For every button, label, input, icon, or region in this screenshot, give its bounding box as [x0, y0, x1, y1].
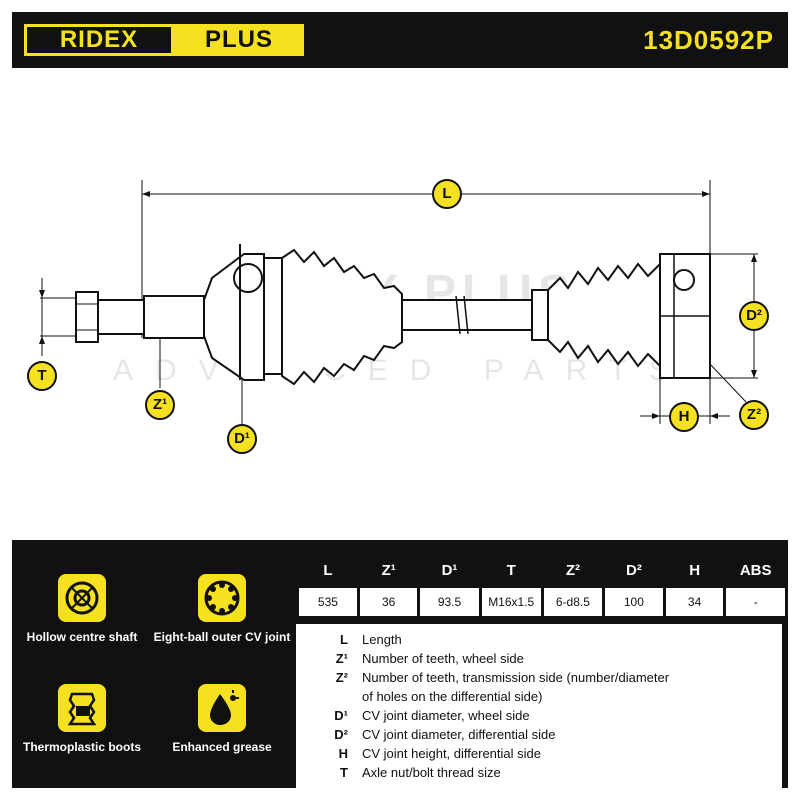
feature-enhanced-grease: Enhanced grease [152, 684, 292, 754]
spec-header: D² [604, 555, 663, 585]
part-number: 13D0592P [643, 25, 774, 55]
spec-header: Z¹ [359, 555, 418, 585]
legend-row: T Axle nut/bolt thread size [296, 765, 782, 785]
feature-label: Hollow centre shaft [26, 630, 138, 644]
spec-value: 535 [299, 588, 357, 616]
brand-logo-plus: PLUS [174, 24, 304, 56]
eight-ball-joint-icon [198, 574, 246, 622]
feature-label: Enhanced grease [172, 740, 272, 754]
legend-key: D¹ [334, 708, 348, 723]
legend-key: Z¹ [335, 651, 348, 666]
dimension-legend: L Length Z¹ Number of teeth, wheel side Z²… [296, 624, 782, 788]
legend-text: Length [362, 632, 402, 647]
feature-eight-ball-joint: Eight-ball outer CV joint [152, 574, 292, 644]
hollow-shaft-icon [58, 574, 106, 622]
legend-row: L Length [296, 632, 782, 652]
feature-panel: Hollow centre shaft Eight-ball outer CV … [12, 540, 292, 788]
legend-key: L [340, 632, 348, 647]
spec-header: D¹ [420, 555, 479, 585]
legend-key: D² [334, 727, 348, 742]
header-bar: RIDEX PLUS 13D0592P [12, 12, 788, 68]
spec-value: - [726, 588, 785, 616]
legend-text: CV joint diameter, differential side [362, 727, 556, 742]
legend-text: CV joint height, differential side [362, 746, 541, 761]
legend-key: Z² [335, 670, 348, 685]
watermark-tagline: ADVANCED PARTS [113, 354, 691, 387]
brand-logo-ridex: RIDEX [24, 24, 174, 56]
spec-table: L Z¹ D¹ T Z² D² H ABS 535 36 93.5 M16x1.… [296, 552, 788, 619]
dimension-label-l: L [432, 179, 462, 209]
grease-icon [198, 684, 246, 732]
legend-text: Axle nut/bolt thread size [362, 765, 501, 780]
dimension-label-t: T [27, 361, 57, 391]
dimension-label-d2: D² [739, 301, 769, 331]
dimension-label-z2: Z² [739, 400, 769, 430]
spec-value: 100 [604, 588, 663, 616]
feature-label: Eight-ball outer CV joint [153, 630, 291, 644]
technical-drawing: RIDEX PLUS ADVANCED PARTS [12, 68, 788, 540]
spec-value: 36 [359, 588, 418, 616]
tpe-boot-icon [58, 684, 106, 732]
spec-header: Z² [543, 555, 602, 585]
dimension-label-h: H [669, 402, 699, 432]
product-sheet: RIDEX PLUS 13D0592P RIDEX PLUS ADVANCED … [12, 12, 788, 788]
legend-text: Number of teeth, wheel side [362, 651, 524, 666]
spec-value: 34 [665, 588, 724, 616]
spec-value: 6-d8.5 [543, 588, 602, 616]
legend-key: H [338, 746, 348, 761]
legend-row: H CV joint height, differential side [296, 746, 782, 766]
feature-tpe-boots: Thermoplastic boots [12, 684, 152, 754]
spec-value: 93.5 [420, 588, 479, 616]
dimension-label-d1: D¹ [227, 424, 257, 454]
legend-row: D¹ CV joint diameter, wheel side [296, 708, 782, 728]
legend-text: of holes on the differential side) [362, 689, 543, 704]
legend-row: Z¹ Number of teeth, wheel side [296, 651, 782, 671]
spec-header: L [299, 555, 357, 585]
legend-text: Number of teeth, transmission side (numb… [362, 670, 670, 685]
spec-header: H [665, 555, 724, 585]
legend-row: D² CV joint diameter, differential side [296, 727, 782, 747]
drive-shaft-drawing: RIDEX PLUS ADVANCED PARTS [39, 180, 758, 424]
feature-hollow-shaft: Hollow centre shaft [12, 574, 152, 644]
legend-row: Z² Number of teeth, transmission side (nu… [296, 670, 782, 690]
legend-row: of holes on the differential side) [296, 689, 782, 709]
dimension-label-z1: Z¹ [145, 390, 175, 420]
legend-text: CV joint diameter, wheel side [362, 708, 530, 723]
legend-key: T [340, 765, 348, 780]
feature-label: Thermoplastic boots [22, 740, 141, 754]
spec-value-row: 535 36 93.5 M16x1.5 6-d8.5 100 34 - [299, 588, 785, 616]
spec-header: T [481, 555, 541, 585]
spec-header: ABS [726, 555, 785, 585]
spec-value: M16x1.5 [481, 588, 541, 616]
spec-header-row: L Z¹ D¹ T Z² D² H ABS [299, 555, 785, 585]
